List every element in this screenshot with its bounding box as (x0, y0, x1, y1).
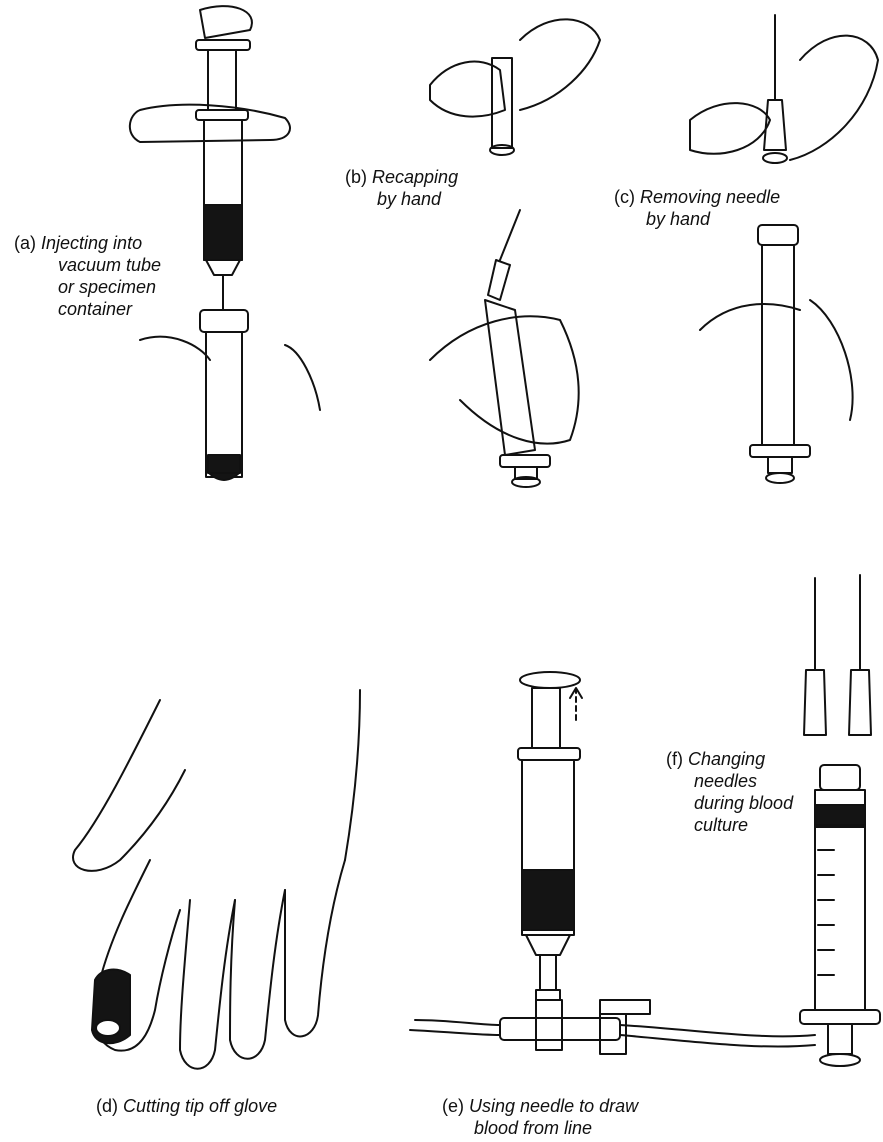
panel-e-illustration (410, 672, 815, 1054)
caption-f-line-1: Changing (688, 749, 765, 769)
caption-f-line-2: needles (694, 770, 793, 792)
caption-f-line-3: during blood (694, 792, 793, 814)
caption-a-line-2: vacuum tube (58, 254, 161, 276)
caption-d-label: (d) (96, 1096, 118, 1116)
caption-c-line-2: by hand (646, 208, 780, 230)
panel-b-illustration (430, 19, 600, 487)
caption-f: (f) Changing needles during blood cultur… (666, 748, 793, 836)
caption-e-line-2: blood from line (474, 1117, 638, 1139)
caption-e-line-1: Using needle to draw (469, 1096, 638, 1116)
caption-e: (e) Using needle to draw blood from line (442, 1095, 638, 1139)
panel-f-illustration (800, 575, 880, 1066)
caption-d: (d) Cutting tip off glove (96, 1095, 277, 1117)
caption-a-line-1: Injecting into (41, 233, 142, 253)
caption-a: (a) Injecting into vacuum tube or specim… (14, 232, 161, 320)
caption-c-line-1: Removing needle (640, 187, 780, 207)
panel-c-illustration (690, 15, 878, 483)
caption-a-label: (a) (14, 233, 36, 253)
caption-d-line-1: Cutting tip off glove (123, 1096, 277, 1116)
panel-d-illustration (73, 690, 360, 1069)
caption-a-line-4: container (58, 298, 161, 320)
caption-b-label: (b) (345, 167, 367, 187)
caption-c: (c) Removing needle by hand (614, 186, 780, 230)
caption-b: (b) Recapping by hand (345, 166, 458, 210)
caption-f-label: (f) (666, 749, 683, 769)
caption-e-label: (e) (442, 1096, 464, 1116)
caption-f-line-4: culture (694, 814, 793, 836)
caption-b-line-1: Recapping (372, 167, 458, 187)
caption-b-line-2: by hand (377, 188, 458, 210)
caption-c-label: (c) (614, 187, 635, 207)
caption-a-line-3: or specimen (58, 276, 161, 298)
